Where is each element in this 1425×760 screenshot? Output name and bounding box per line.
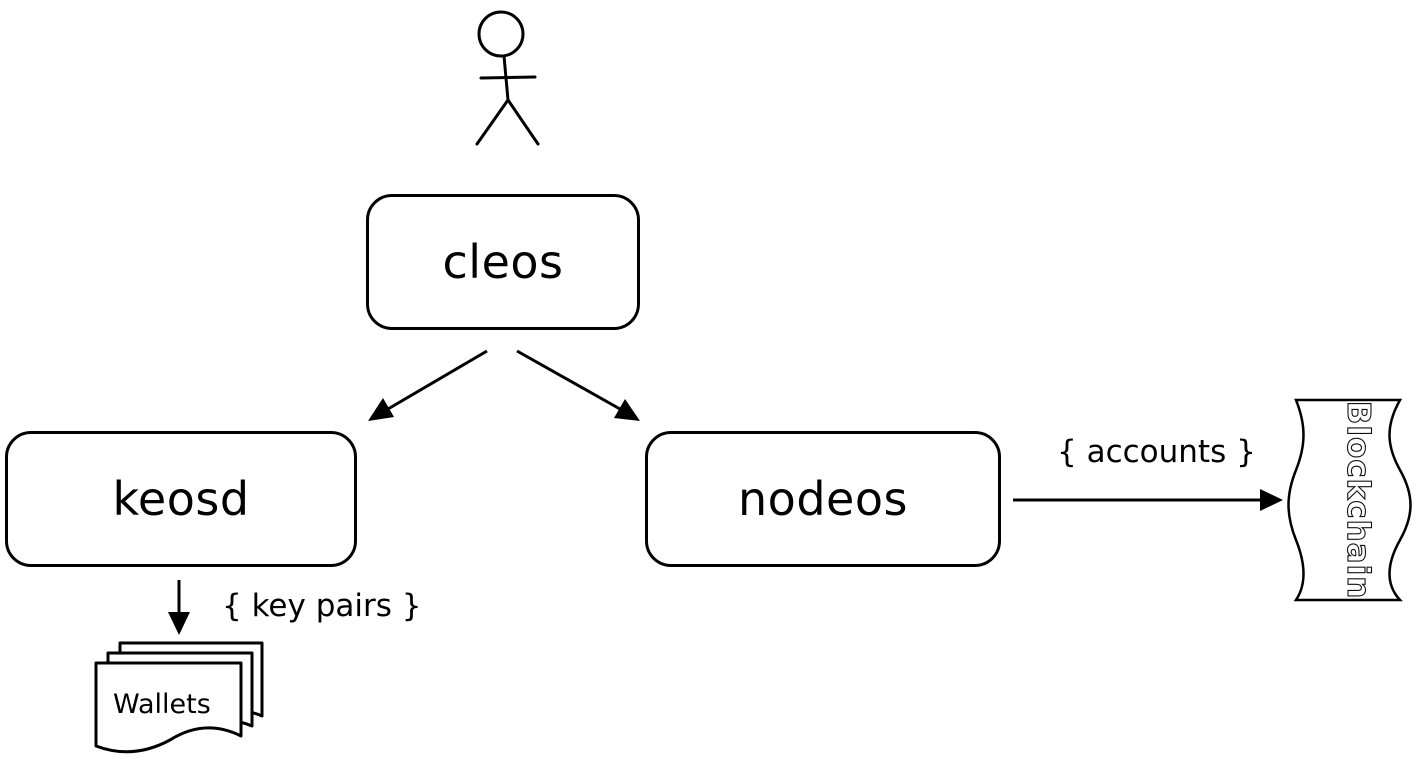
arrow-keosd-to-wallets [168,580,190,635]
keosd-label: keosd [112,472,250,526]
nodeos-label: nodeos [738,472,908,526]
wallets-label: Wallets [113,689,211,720]
wallets-stack-icon [94,641,264,754]
cleos-node: cleos [366,194,640,330]
cleos-label: cleos [442,235,564,289]
arrow-cleos-to-keosd [368,349,488,421]
arrow-nodeos-to-blockchain [1013,489,1283,511]
user-actor-icon [475,10,540,146]
blockchain-label: Blockchain [1339,400,1376,600]
key-pairs-edge-label: { key pairs } [222,588,422,624]
keosd-node: keosd [5,431,357,567]
accounts-edge-label: { accounts } [1057,434,1256,470]
arrow-cleos-to-nodeos [516,349,640,421]
nodeos-node: nodeos [645,431,1001,567]
blockchain-tape-icon [1287,398,1412,602]
